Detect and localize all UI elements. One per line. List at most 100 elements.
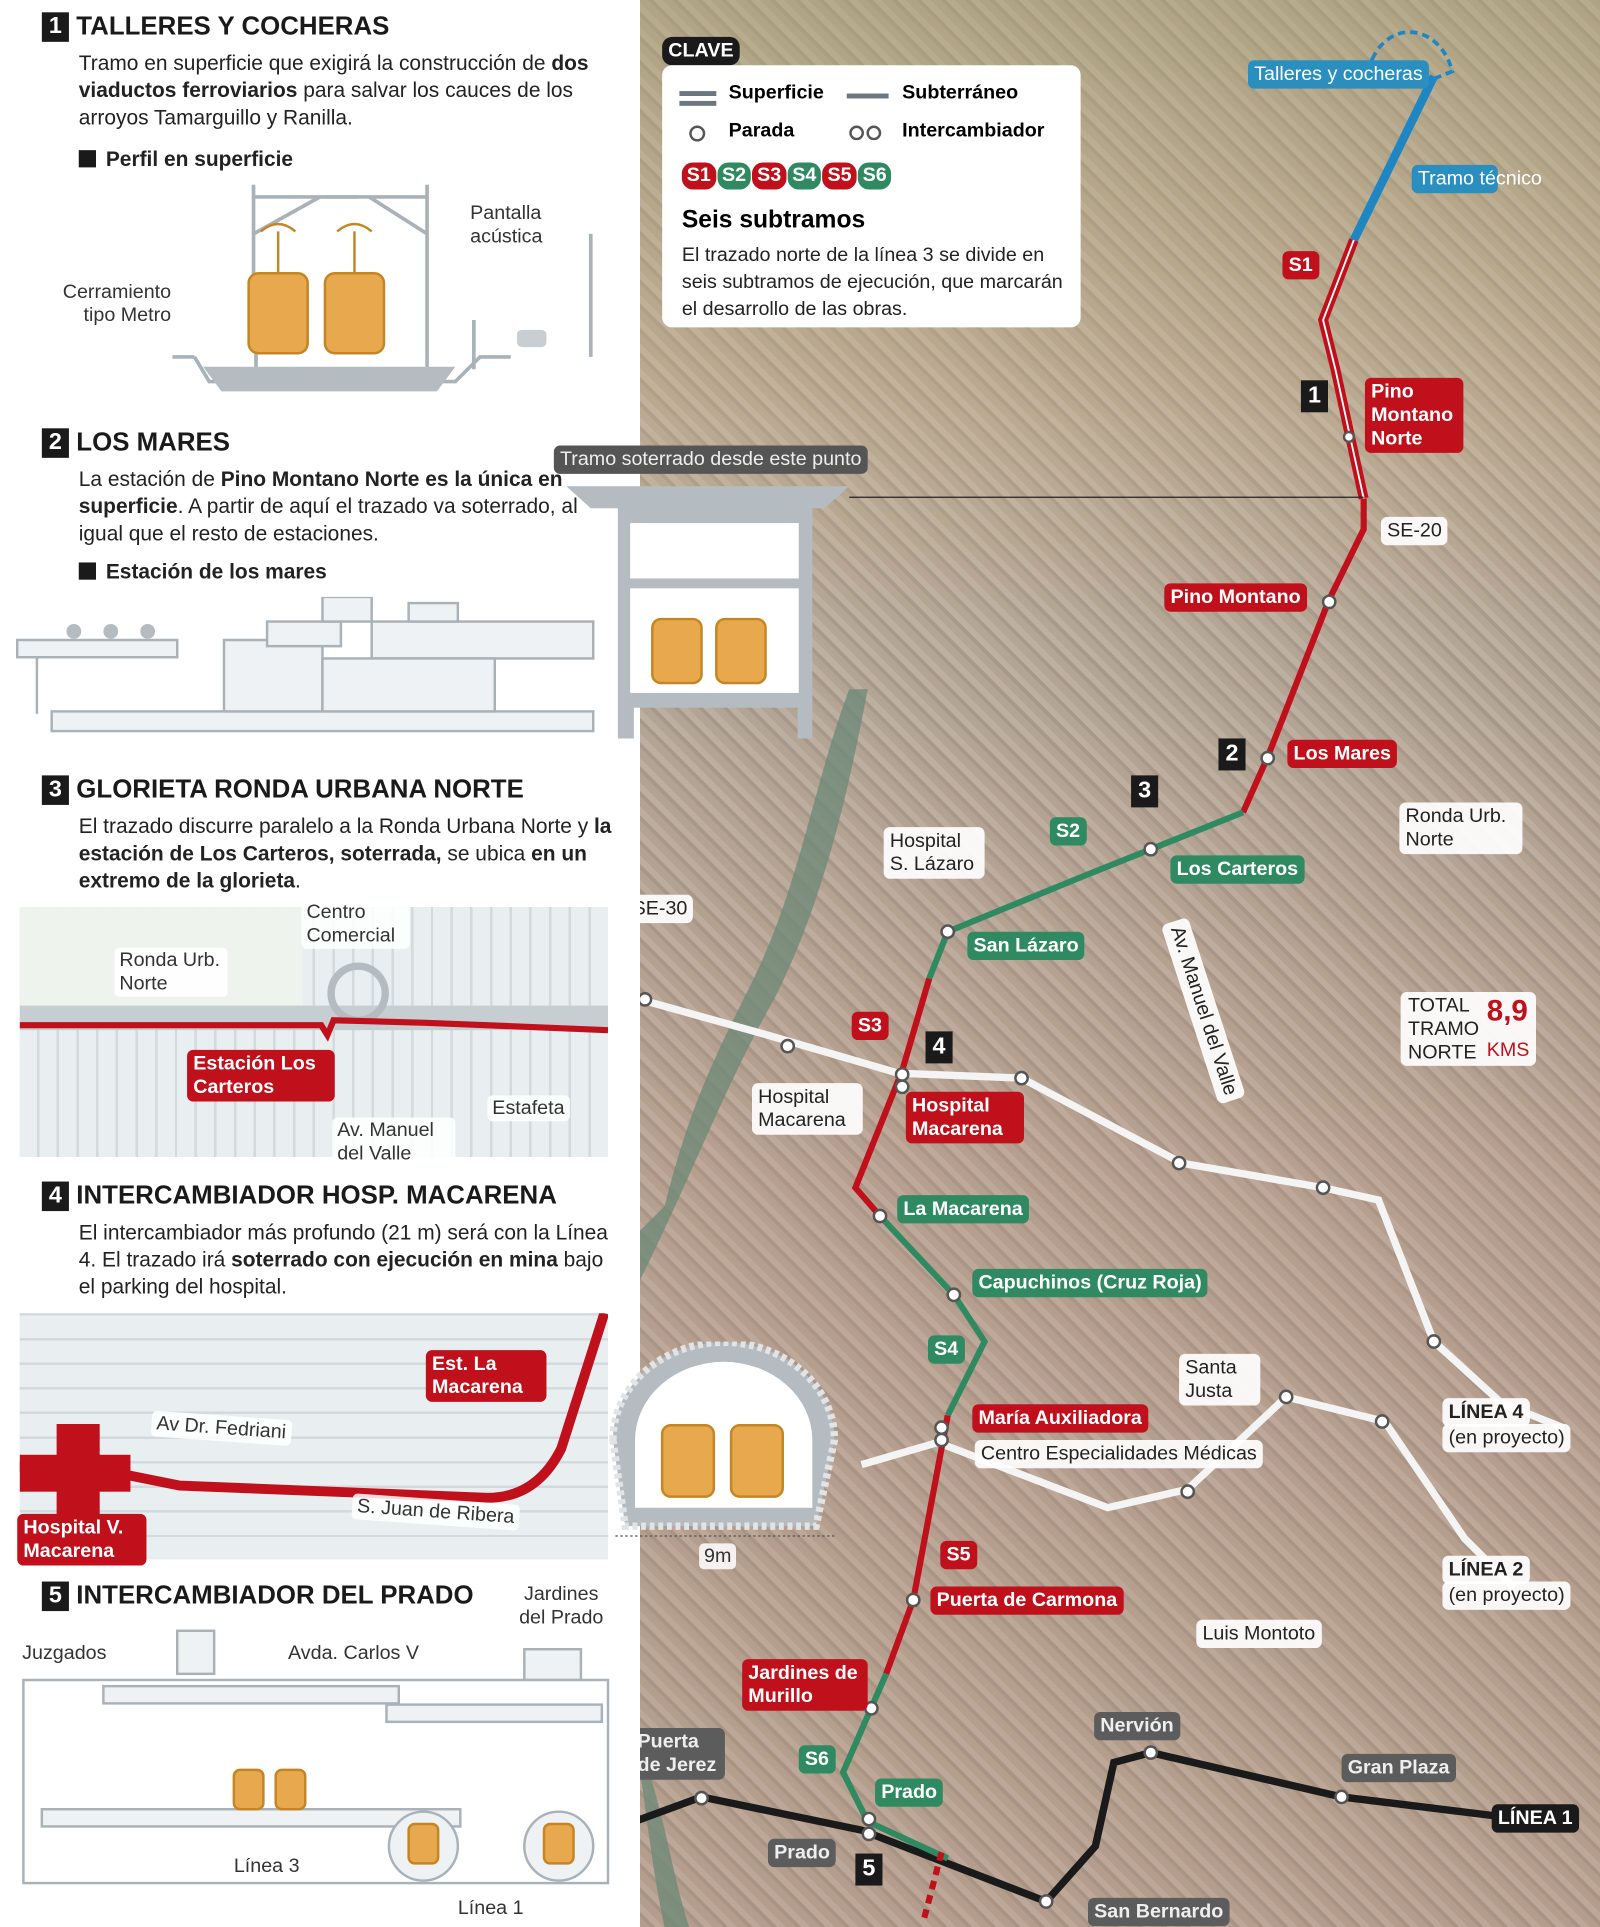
bold-text: en un extremo de la glorieta — [78, 841, 587, 893]
prado-interchange-diagram — [22, 1629, 610, 1885]
segment-s2: S2 — [1049, 817, 1087, 846]
s3-route — [851, 977, 933, 1219]
section-number: 5 — [41, 1581, 69, 1612]
subtramo-badge-s2: S2 — [717, 162, 751, 190]
segment-s4: S4 — [928, 1335, 965, 1364]
segment-s6: S6 — [798, 1745, 836, 1774]
label-tramo-tecnico: Tramo técnico — [1411, 164, 1542, 194]
section-number: 1 — [41, 12, 69, 42]
station-prado-l3[interactable]: Prado — [875, 1778, 944, 1807]
label-jardines-del-prado: Jardines del Prado — [507, 1581, 616, 1631]
station-est-la-macarena: Est. La Macarena — [425, 1350, 547, 1402]
section-heading: LOS MARES — [76, 428, 230, 457]
clave-badge: CLAVE — [662, 36, 740, 66]
marker-4: 4 — [925, 1031, 953, 1064]
label-juzgados: Juzgados — [17, 1640, 112, 1667]
station-nervion[interactable]: Nervión — [1094, 1712, 1180, 1741]
label-centro-especialidades: Centro Especialidades Médicas — [974, 1440, 1263, 1469]
station-los-mares[interactable]: Los Mares — [1287, 739, 1398, 769]
label-linea-3: Línea 3 — [228, 1853, 305, 1880]
station-capuchinos[interactable]: Capuchinos (Cruz Roja) — [972, 1268, 1208, 1298]
subterraneo-line-icon — [846, 93, 889, 99]
label-ronda-urb-norte: Ronda Urb. Norte — [1399, 802, 1523, 855]
station-jardines-de-murillo[interactable]: Jardines de Murillo — [742, 1659, 868, 1711]
intercambiador-icon — [847, 124, 884, 141]
section-number: 2 — [41, 428, 69, 458]
total-tramo-box: TOTAL TRAMO NORTE 8,9 KMS — [1400, 992, 1537, 1066]
label-se20: SE-20 — [1380, 516, 1448, 546]
label-9m: 9m — [699, 1543, 737, 1570]
section-1-text: Tramo en superficie que exigirá la const… — [79, 50, 621, 131]
station-pino-montano-norte[interactable]: Pino Montano Norte — [1364, 377, 1464, 453]
station-stops — [637, 430, 1442, 1909]
label-linea-2-proyecto: (en proyecto) — [1442, 1581, 1571, 1610]
section-4-text: El intercambiador más profundo (21 m) se… — [79, 1220, 621, 1301]
parada-icon — [689, 125, 706, 142]
text-run: para salvar los cauces de los arroyos Ta… — [78, 78, 574, 130]
guadalquivir-river — [640, 689, 868, 1281]
text-run: El intercambiador más profundo (21 m) se… — [78, 1220, 608, 1272]
estacion-los-mares-diagram — [16, 596, 595, 733]
station-san-bernardo[interactable]: San Bernardo — [1088, 1897, 1230, 1927]
marker-3: 3 — [1131, 775, 1159, 808]
station-hospital-v-macarena: Hospital V. Macarena — [17, 1513, 147, 1566]
subtramo-badge-s1: S1 — [681, 162, 716, 190]
river-south — [640, 1747, 690, 1927]
station-maria-auxiliadora[interactable]: María Auxiliadora — [972, 1404, 1149, 1433]
station-pino-montano[interactable]: Pino Montano — [1164, 583, 1307, 612]
marker-2: 2 — [1218, 738, 1246, 771]
bold-text: Pino Montano Norte es la única en superf… — [78, 467, 563, 519]
section-heading: TALLERES Y COCHERAS — [76, 12, 390, 41]
text-run: El trazado discurre paralelo a la Ronda … — [78, 814, 594, 839]
text-run: se ubica — [441, 841, 532, 866]
subtramo-badge-s3: S3 — [752, 162, 787, 190]
s6-route — [839, 1672, 949, 1862]
legend-parada: Parada — [728, 120, 795, 142]
station-san-lazaro[interactable]: San Lázaro — [967, 931, 1085, 961]
interchange-icons — [861, 1067, 949, 1842]
segment-s3: S3 — [851, 1011, 889, 1041]
label-avda-carlos-v: Avda. Carlos V — [283, 1640, 424, 1667]
section-number: 3 — [41, 775, 69, 805]
station-prado-l1[interactable]: Prado — [768, 1838, 837, 1868]
label-hospital-s-lazaro: Hospital S. Lázaro — [883, 827, 985, 879]
linea-1-route — [626, 1748, 1502, 1906]
station-gran-plaza[interactable]: Gran Plaza — [1341, 1753, 1456, 1783]
text-run: La estación de — [78, 467, 221, 492]
label-santa-justa: Santa Justa — [1179, 1353, 1261, 1406]
section-2-text: La estación de Pino Montano Norte es la … — [79, 466, 584, 547]
section-number: 4 — [41, 1181, 69, 1212]
key-title: Seis subtramos — [681, 206, 866, 234]
superficie-line-icon — [679, 91, 717, 106]
mine-tunnel-section — [609, 1341, 839, 1537]
label-centro-comercial: Centro Comercial — [301, 899, 410, 949]
label-linea-4: LÍNEA 4 — [1442, 1398, 1530, 1427]
station-puerta-de-carmona[interactable]: Puerta de Carmona — [930, 1586, 1124, 1615]
label-linea-1: LÍNEA 1 — [1491, 1804, 1579, 1833]
station-la-macarena[interactable]: La Macarena — [897, 1195, 1029, 1224]
label-hospital-macarena: Hospital Macarena — [752, 1083, 863, 1135]
marker-1: 1 — [1300, 380, 1329, 413]
legend-intercambiador: Intercambiador — [902, 120, 1045, 142]
key-text: El trazado norte de la línea 3 se divide… — [681, 244, 1063, 321]
station-los-carteros[interactable]: Los Carteros — [1170, 855, 1305, 884]
station-hospital-macarena[interactable]: Hospital Macarena — [905, 1091, 1025, 1144]
legend-subterraneo: Subterráneo — [902, 82, 1019, 104]
text-run: bajo el parking del hospital. — [78, 1248, 604, 1299]
bold-text: la estación de Los Carteros, soterrada, — [78, 814, 612, 866]
legend-key: Superficie Subterráneo Parada Intercambi… — [662, 65, 1081, 328]
marker-5: 5 — [855, 1853, 883, 1886]
future-route-dashed — [920, 1851, 945, 1924]
subtramo-badge-s5: S5 — [822, 162, 857, 190]
segment-s5: S5 — [940, 1540, 977, 1570]
station-puerta-de-jerez[interactable]: Puerta de Jerez — [631, 1728, 725, 1780]
tramo-tecnico-route — [1349, 74, 1438, 242]
total-label-3: NORTE — [1408, 1042, 1477, 1064]
tunnel-station-section — [566, 486, 850, 739]
total-label-1: TOTAL — [1408, 995, 1470, 1017]
